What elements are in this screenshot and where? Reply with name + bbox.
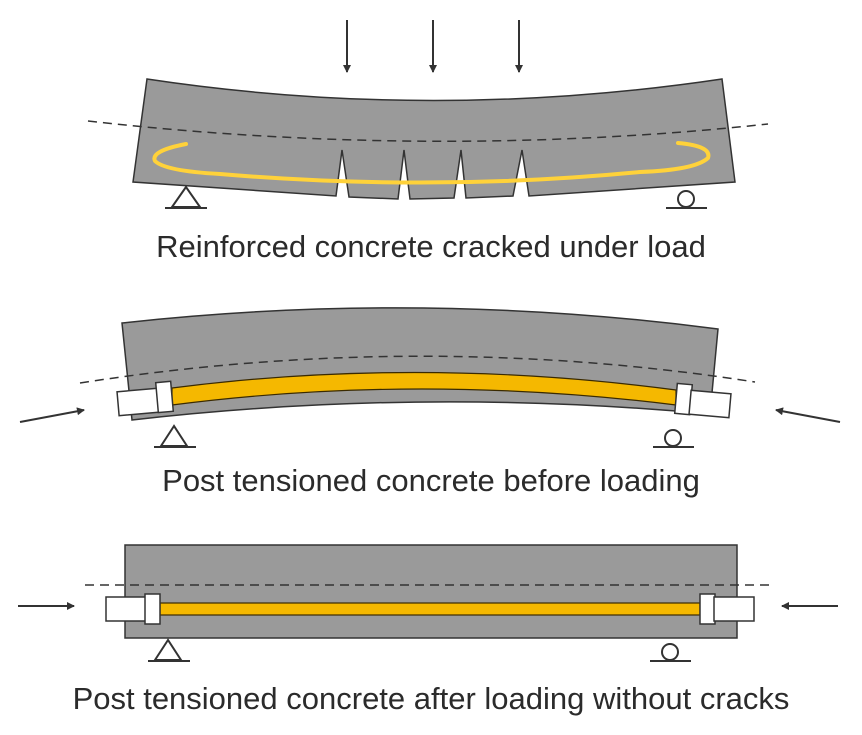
left-prestress-arrow	[19, 407, 85, 423]
right-jack	[688, 389, 732, 419]
right-anchor	[673, 382, 732, 419]
steel-reinforcement	[152, 141, 711, 185]
right-anchor	[699, 593, 755, 625]
left-bearing-plate	[154, 380, 175, 414]
neutral-axis-line	[87, 120, 769, 143]
cambered-beam-body	[121, 307, 719, 421]
right-jack	[713, 596, 755, 622]
left-anchor	[116, 380, 175, 417]
roller-support	[653, 429, 694, 448]
left-bearing-plate	[144, 593, 161, 625]
right-prestress-arrow	[775, 407, 841, 423]
right-bearing-plate	[699, 593, 716, 625]
post-tensioned-after-panel	[18, 544, 838, 662]
pin-support	[165, 185, 207, 209]
roller-support	[650, 643, 691, 662]
left-jack	[105, 596, 147, 622]
neutral-axis-line	[79, 355, 756, 384]
reinforced-caption: Reinforced concrete cracked under load	[156, 229, 706, 264]
straight-beam-body	[124, 544, 738, 639]
cracked-beam-body	[132, 78, 736, 200]
left-jack	[116, 387, 160, 417]
post-tensioned-before-panel	[19, 307, 841, 448]
post-tensioned-before-caption: Post tensioned concrete before loading	[162, 463, 700, 498]
post-tensioned-after-caption: Post tensioned concrete after loading wi…	[72, 681, 790, 716]
pin-support	[154, 424, 196, 448]
left-anchor	[105, 593, 161, 625]
load-arrows	[343, 20, 523, 73]
pin-support	[148, 638, 190, 662]
straight-tendon	[159, 602, 701, 616]
roller-support	[666, 190, 707, 209]
reinforced-beam-panel	[87, 20, 769, 209]
